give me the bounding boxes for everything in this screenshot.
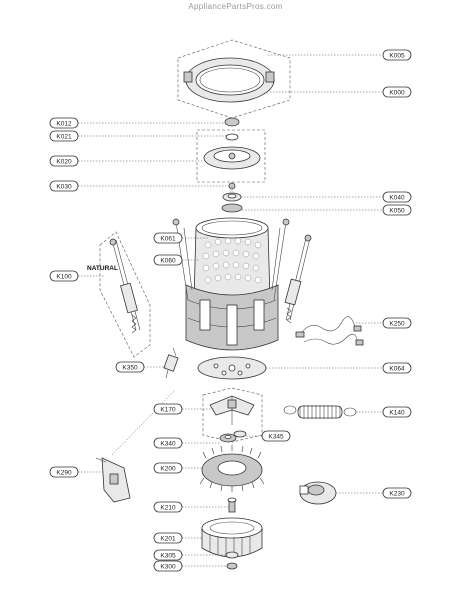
callout-k100-label: K100 <box>56 274 72 281</box>
callout-k230[interactable]: K230 <box>382 487 412 499</box>
callout-k012[interactable]: K012 <box>49 117 79 129</box>
callout-k005[interactable]: K005 <box>382 49 412 61</box>
site-watermark: AppliancePartsPros.com <box>188 2 283 11</box>
callout-k064[interactable]: K064 <box>382 362 412 374</box>
callout-k305[interactable]: K305 <box>153 549 183 561</box>
suspension-assembly-natural[interactable] <box>99 231 151 358</box>
callout-k200[interactable]: K200 <box>153 462 183 474</box>
callout-k140[interactable]: K140 <box>382 406 412 418</box>
natural-label: NATURAL <box>87 265 118 272</box>
callout-k061-label: K061 <box>160 236 176 243</box>
callout-k250-label: K250 <box>389 321 405 328</box>
callout-k300-label: K300 <box>160 564 176 571</box>
tub-assembly[interactable] <box>185 217 279 351</box>
callout-k300[interactable]: K300 <box>153 560 183 572</box>
callout-k000-label: K000 <box>389 90 405 97</box>
callout-k021-label: K021 <box>56 134 72 141</box>
callout-k030[interactable]: K030 <box>49 180 79 192</box>
tub-bottom-plate[interactable] <box>197 356 267 380</box>
callout-k210-label: K210 <box>160 505 176 512</box>
rotor-washer[interactable] <box>225 551 239 559</box>
rear-bracket[interactable] <box>95 457 131 503</box>
callout-k170[interactable]: K170 <box>153 403 183 415</box>
callout-k021[interactable]: K021 <box>49 130 79 142</box>
filter-cap[interactable] <box>224 117 240 127</box>
callout-k350[interactable]: K350 <box>115 361 145 373</box>
callout-k340[interactable]: K340 <box>153 437 183 449</box>
callout-k050[interactable]: K050 <box>382 204 412 216</box>
wire-harness[interactable] <box>295 316 364 346</box>
callout-k230-label: K230 <box>389 491 405 498</box>
callout-k064-label: K064 <box>389 366 405 373</box>
callout-k201-label: K201 <box>160 536 176 543</box>
callout-k305-label: K305 <box>160 553 176 560</box>
callout-k290-label: K290 <box>56 470 72 477</box>
callout-k060[interactable]: K060 <box>153 254 183 266</box>
top-cover-ring[interactable] <box>177 39 291 119</box>
callout-k345[interactable]: K345 <box>261 430 291 442</box>
callout-k100[interactable]: K100 <box>49 270 79 282</box>
callout-k040-label: K040 <box>389 195 405 202</box>
drain-pump[interactable] <box>299 481 337 505</box>
callout-k345-label: K345 <box>268 434 284 441</box>
callout-k250[interactable]: K250 <box>382 317 412 329</box>
callout-k340-label: K340 <box>160 441 176 448</box>
suspension-assembly-right[interactable] <box>284 234 312 324</box>
hub-collar[interactable] <box>221 203 243 213</box>
callout-k030-label: K030 <box>56 184 72 191</box>
callout-k061[interactable]: K061 <box>153 232 183 244</box>
bearing-seal[interactable] <box>233 430 247 438</box>
callout-k210[interactable]: K210 <box>153 501 183 513</box>
drain-hose[interactable] <box>283 405 357 419</box>
balance-cover-assembly[interactable] <box>196 129 266 183</box>
pressure-sensor[interactable] <box>163 347 179 379</box>
rotor-bolt[interactable] <box>227 497 237 513</box>
callout-k170-label: K170 <box>160 407 176 414</box>
rotor-drum[interactable] <box>201 517 263 558</box>
rotor-nut[interactable] <box>226 562 238 570</box>
callout-k350-label: K350 <box>122 365 138 372</box>
callout-k020-label: K020 <box>56 159 72 166</box>
callout-k200-label: K200 <box>160 466 176 473</box>
callout-k000[interactable]: K000 <box>382 86 412 98</box>
callout-k040[interactable]: K040 <box>382 191 412 203</box>
rotor-stator[interactable] <box>199 445 265 492</box>
callout-k050-label: K050 <box>389 208 405 215</box>
callout-k060-label: K060 <box>160 258 176 265</box>
callout-k290[interactable]: K290 <box>49 466 79 478</box>
shaft-bearing[interactable] <box>219 433 237 443</box>
callout-k201[interactable]: K201 <box>153 532 183 544</box>
suspension-rod-right[interactable] <box>271 218 290 301</box>
bearing-housing[interactable] <box>202 387 263 443</box>
callout-k020[interactable]: K020 <box>49 155 79 167</box>
callout-k012-label: K012 <box>56 121 72 128</box>
callout-k140-label: K140 <box>389 410 405 417</box>
callout-k005-label: K005 <box>389 53 405 60</box>
